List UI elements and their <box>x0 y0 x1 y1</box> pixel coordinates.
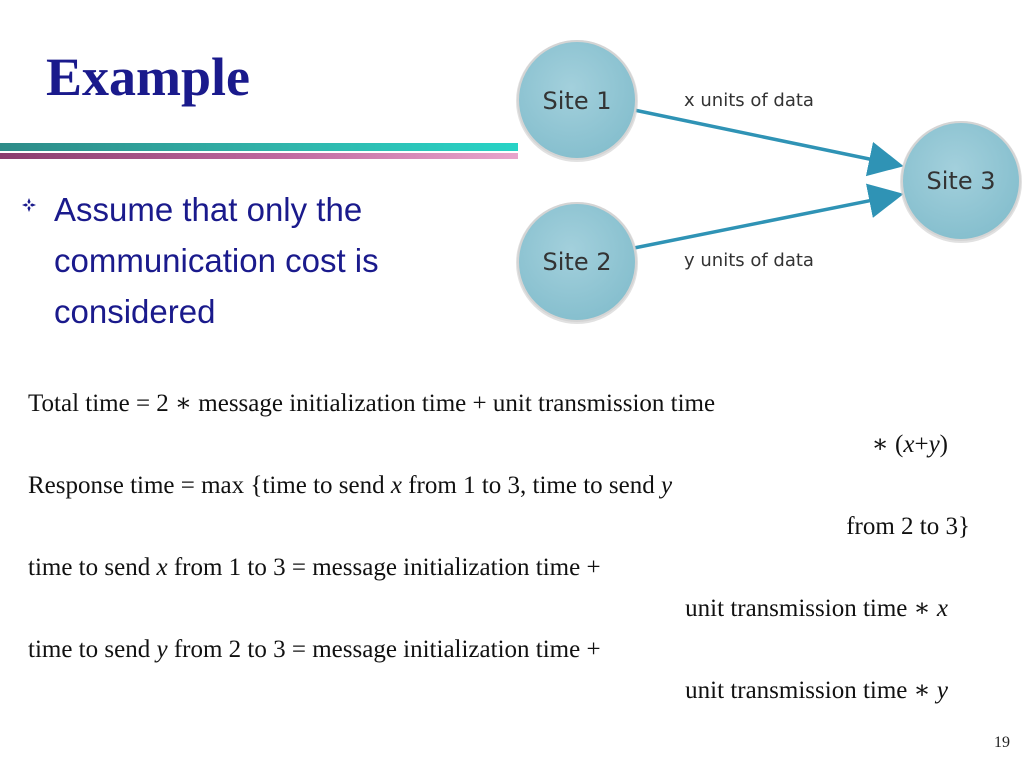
page-number: 19 <box>994 734 1010 751</box>
node-site2: Site 2 <box>516 202 638 324</box>
send-x-line-1: time to send x from 1 to 3 = message ini… <box>28 547 988 588</box>
total-plus: + <box>914 431 929 458</box>
send-y-pre: time to send <box>28 636 157 663</box>
send-x-line-2: unit transmission time ∗ x <box>28 588 988 629</box>
equations-block: Total time = 2 ∗ message initialization … <box>28 383 988 711</box>
node-label-site2: Site 2 <box>543 248 612 276</box>
total-op: ∗ ( <box>871 431 904 458</box>
total-time-line-1: Total time = 2 ∗ message initialization … <box>28 390 716 417</box>
node-site3: Site 3 <box>900 121 1022 243</box>
send-x-cont-var: x <box>936 595 948 622</box>
total-time-line-2: ∗ (x+y) <box>28 424 988 465</box>
node-label-site1: Site 1 <box>543 87 612 115</box>
diamond-bullet-icon <box>22 198 36 212</box>
title-underline-pink <box>0 153 518 159</box>
send-y-var: y <box>156 636 168 663</box>
send-x-var: x <box>156 554 168 581</box>
total-var-y: y <box>928 431 940 458</box>
response-var-x: x <box>390 472 402 499</box>
send-x-cont: unit transmission time ∗ <box>685 595 937 622</box>
response-mid: from 1 to 3, time to send <box>401 472 661 499</box>
send-y-cont: unit transmission time ∗ <box>685 677 937 704</box>
response-pre: Response time = max {time to send <box>28 472 391 499</box>
edge-site1-site3 <box>633 108 904 177</box>
title-underline-teal <box>0 143 518 151</box>
send-y-line-1: time to send y from 2 to 3 = message ini… <box>28 629 988 670</box>
send-y-cont-var: y <box>936 677 948 704</box>
total-var-x: x <box>903 431 915 458</box>
slide-title: Example <box>46 47 251 107</box>
send-x-post: from 1 to 3 = message initialization tim… <box>167 554 601 581</box>
node-label-site3: Site 3 <box>927 167 996 195</box>
site-transfer-diagram: x units of data y units of data Site 1 S… <box>516 40 1022 324</box>
total-close: ) <box>939 431 948 458</box>
response-var-y: y <box>660 472 673 499</box>
edge-label-x: x units of data <box>684 90 814 111</box>
response-time-line-2: from 2 to 3} <box>846 513 970 540</box>
node-site1: Site 1 <box>516 40 638 162</box>
send-x-pre: time to send <box>28 554 157 581</box>
response-time-line-1: Response time = max {time to send x from… <box>28 465 988 506</box>
send-y-post: from 2 to 3 = message initialization tim… <box>167 636 601 663</box>
edge-label-y: y units of data <box>684 250 814 271</box>
edge-site2-site3 <box>633 183 904 250</box>
bullet-text: Assume that only the communication cost … <box>54 191 379 330</box>
send-y-line-2: unit transmission time ∗ y <box>28 670 988 711</box>
